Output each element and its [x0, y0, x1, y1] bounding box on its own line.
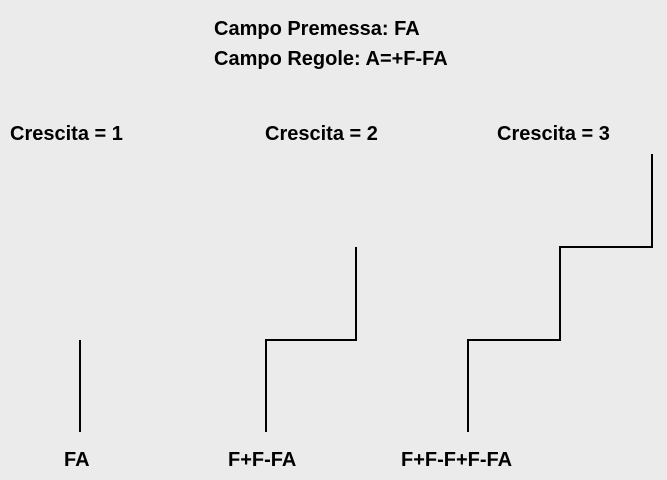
rules-text: Campo Regole: A=+F-FA [214, 48, 448, 70]
stage-3-string: F+F-F+F-FA [401, 449, 513, 471]
stage-1-string: FA [64, 449, 90, 471]
stage-1-title: Crescita = 1 [10, 123, 123, 145]
premise-text: Campo Premessa: FA [214, 18, 420, 40]
stage-3-path [467, 154, 653, 432]
stage-2-string: F+F-FA [228, 449, 297, 471]
header: Campo Premessa: FA Campo Regole: A=+F-FA [214, 14, 448, 74]
stage-2-title: Crescita = 2 [265, 123, 378, 145]
stage-3-title: Crescita = 3 [497, 123, 610, 145]
stage-2-path [265, 247, 357, 432]
